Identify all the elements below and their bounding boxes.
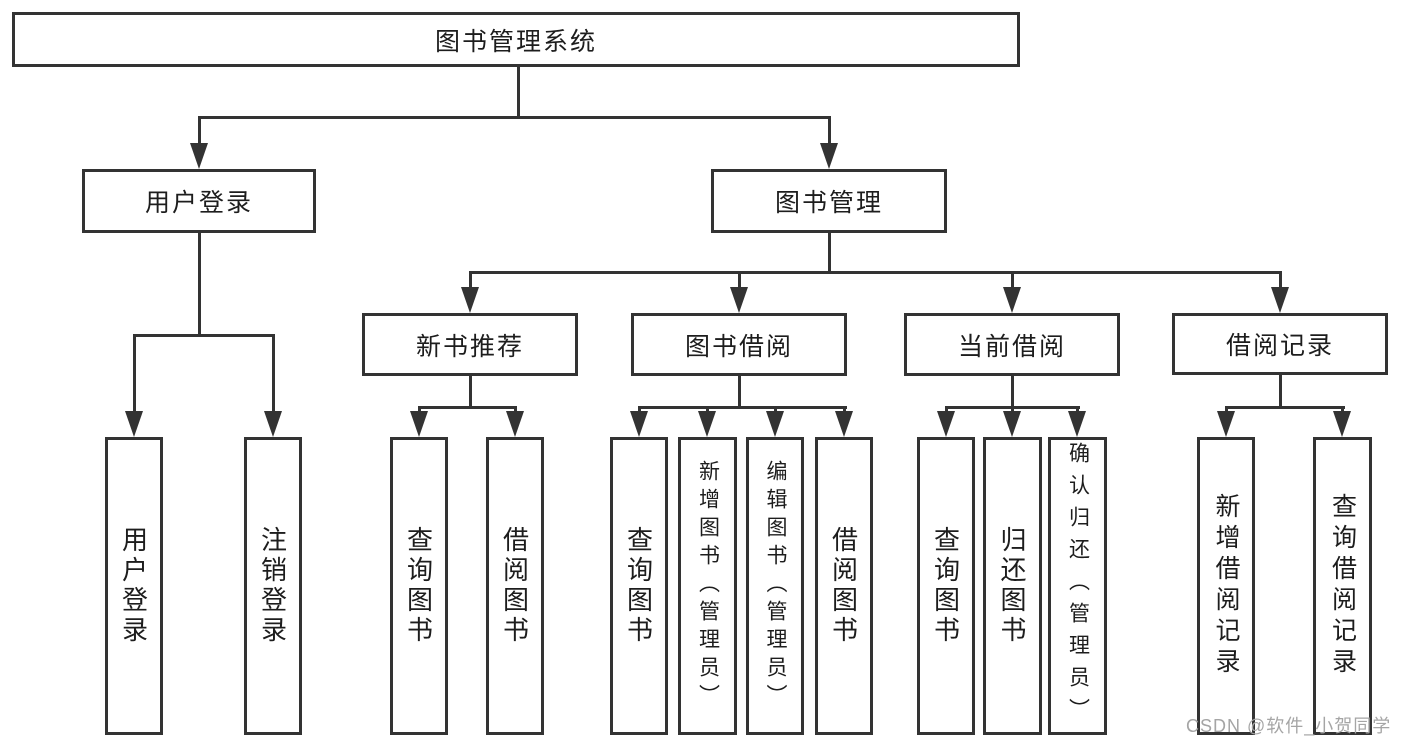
connector-drop-leaf xyxy=(272,334,275,426)
leaf-borrow-books-recommend: 借阅图书 xyxy=(486,437,544,735)
leaf-query-books-current: 查询图书 xyxy=(917,437,975,735)
arrow-down-icon xyxy=(190,143,208,169)
connector-drop-book-management xyxy=(828,116,831,156)
leaf-return-books-label: 归还图书 xyxy=(997,526,1027,646)
connector-root-bar xyxy=(198,116,831,119)
arrow-down-icon xyxy=(698,411,716,437)
arrow-down-icon xyxy=(730,287,748,313)
connector-drop-module xyxy=(469,271,472,301)
leaf-query-books-borrow-label: 查询图书 xyxy=(623,526,654,646)
arrow-down-icon xyxy=(1003,411,1021,437)
leaf-return-books: 归还图书 xyxy=(983,437,1042,735)
leaf-borrow-books: 借阅图书 xyxy=(815,437,873,735)
connector-book-borrow-bar xyxy=(638,406,847,409)
connector-new-book-bar xyxy=(418,406,517,409)
connector-current-borrow-stem xyxy=(1011,376,1014,409)
leaf-confirm-return-admin: 确认归还（管理员） xyxy=(1048,437,1107,735)
leaf-query-books-borrow: 查询图书 xyxy=(610,437,668,735)
node-user-login: 用户登录 xyxy=(82,169,316,233)
arrow-down-icon xyxy=(506,411,524,437)
node-book-management-label: 图书管理 xyxy=(774,189,883,217)
connector-borrow-records-bar xyxy=(1225,406,1345,409)
connector-drop-leaf xyxy=(133,334,136,426)
arrow-down-icon xyxy=(461,287,479,313)
leaf-edit-book-admin-label: 编辑图书（管理员） xyxy=(764,460,787,712)
node-current-borrow: 当前借阅 xyxy=(904,313,1120,376)
node-user-login-label: 用户登录 xyxy=(144,189,253,217)
connector-borrow-records-stem xyxy=(1279,375,1282,409)
arrow-down-icon xyxy=(820,143,838,169)
leaf-add-borrow-record: 新增借阅记录 xyxy=(1197,437,1255,735)
leaf-query-books-current-label: 查询图书 xyxy=(930,526,961,646)
leaf-add-borrow-record-label: 新增借阅记录 xyxy=(1212,493,1240,679)
arrow-down-icon xyxy=(1333,411,1351,437)
leaf-user-login-label: 用户登录 xyxy=(118,526,149,646)
leaf-query-borrow-record-label: 查询借阅记录 xyxy=(1328,493,1357,679)
node-book-management: 图书管理 xyxy=(711,169,947,233)
leaf-query-books-recommend-label: 查询图书 xyxy=(403,526,434,646)
leaf-edit-book-admin: 编辑图书（管理员） xyxy=(746,437,804,735)
connector-book-management-bar xyxy=(469,271,1282,274)
connector-drop-user-login xyxy=(198,116,201,156)
leaf-borrow-books-label: 借阅图书 xyxy=(828,526,859,646)
leaf-query-books-recommend: 查询图书 xyxy=(390,437,448,735)
leaf-logout-label: 注销登录 xyxy=(257,526,288,646)
arrow-down-icon xyxy=(1003,287,1021,313)
connector-drop-module xyxy=(1279,271,1282,301)
arrow-down-icon xyxy=(937,411,955,437)
arrow-down-icon xyxy=(630,411,648,437)
arrow-down-icon xyxy=(264,411,282,437)
arrow-down-icon xyxy=(1068,411,1086,437)
node-new-book-recommend-label: 新书推荐 xyxy=(415,332,524,361)
leaf-confirm-return-admin-label: 确认归还（管理员） xyxy=(1066,442,1090,730)
node-root-label: 图书管理系统 xyxy=(434,27,597,56)
arrow-down-icon xyxy=(766,411,784,437)
node-borrow-records: 借阅记录 xyxy=(1172,313,1388,375)
node-book-borrow: 图书借阅 xyxy=(631,313,847,376)
leaf-user-login: 用户登录 xyxy=(105,437,163,735)
arrow-down-icon xyxy=(835,411,853,437)
connector-user-login-bar xyxy=(133,334,275,337)
connector-drop-module xyxy=(1011,271,1014,301)
arrow-down-icon xyxy=(125,411,143,437)
connector-drop-module xyxy=(738,271,741,301)
leaf-logout: 注销登录 xyxy=(244,437,302,735)
connector-book-borrow-stem xyxy=(738,376,741,409)
arrow-down-icon xyxy=(1271,287,1289,313)
leaf-borrow-books-recommend-label: 借阅图书 xyxy=(499,526,530,646)
connector-new-book-stem xyxy=(469,376,472,409)
arrow-down-icon xyxy=(1217,411,1235,437)
node-book-borrow-label: 图书借阅 xyxy=(684,332,793,361)
node-current-borrow-label: 当前借阅 xyxy=(957,332,1066,361)
leaf-query-borrow-record: 查询借阅记录 xyxy=(1313,437,1372,735)
leaf-add-book-admin-label: 新增图书（管理员） xyxy=(696,460,720,712)
node-borrow-records-label: 借阅记录 xyxy=(1225,332,1334,360)
node-new-book-recommend: 新书推荐 xyxy=(362,313,578,376)
connector-user-login-stem xyxy=(198,233,201,337)
leaf-add-book-admin: 新增图书（管理员） xyxy=(678,437,737,735)
connector-root-stem xyxy=(517,66,520,118)
arrow-down-icon xyxy=(410,411,428,437)
node-root: 图书管理系统 xyxy=(12,12,1020,67)
csdn-watermark: CSDN @软件_小贺同学 xyxy=(1186,716,1392,736)
connector-book-management-stem xyxy=(828,233,831,274)
